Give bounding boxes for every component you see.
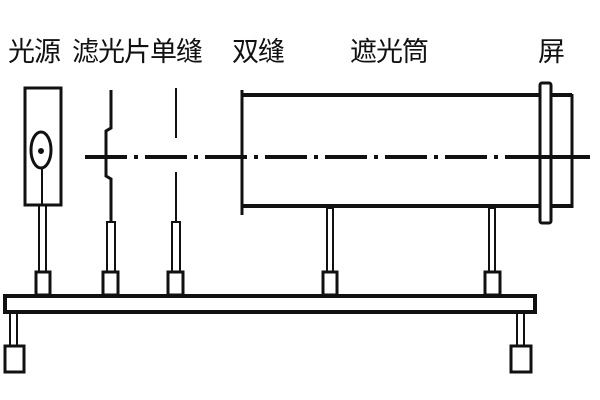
screen: [538, 81, 553, 225]
light-source: [23, 86, 63, 297]
label-shading-tube: 遮光筒: [350, 37, 429, 68]
single-slit: [166, 88, 185, 297]
label-filter: 滤光片: [72, 37, 151, 68]
shading-tube: [242, 93, 574, 297]
filter: [101, 90, 120, 297]
label-single-slit: 单缝: [150, 37, 203, 68]
label-light-source: 光源: [8, 37, 61, 68]
optical-bench-rail: [3, 294, 537, 374]
label-double-slit: 双缝: [232, 37, 285, 68]
label-screen: 屏: [538, 37, 565, 68]
